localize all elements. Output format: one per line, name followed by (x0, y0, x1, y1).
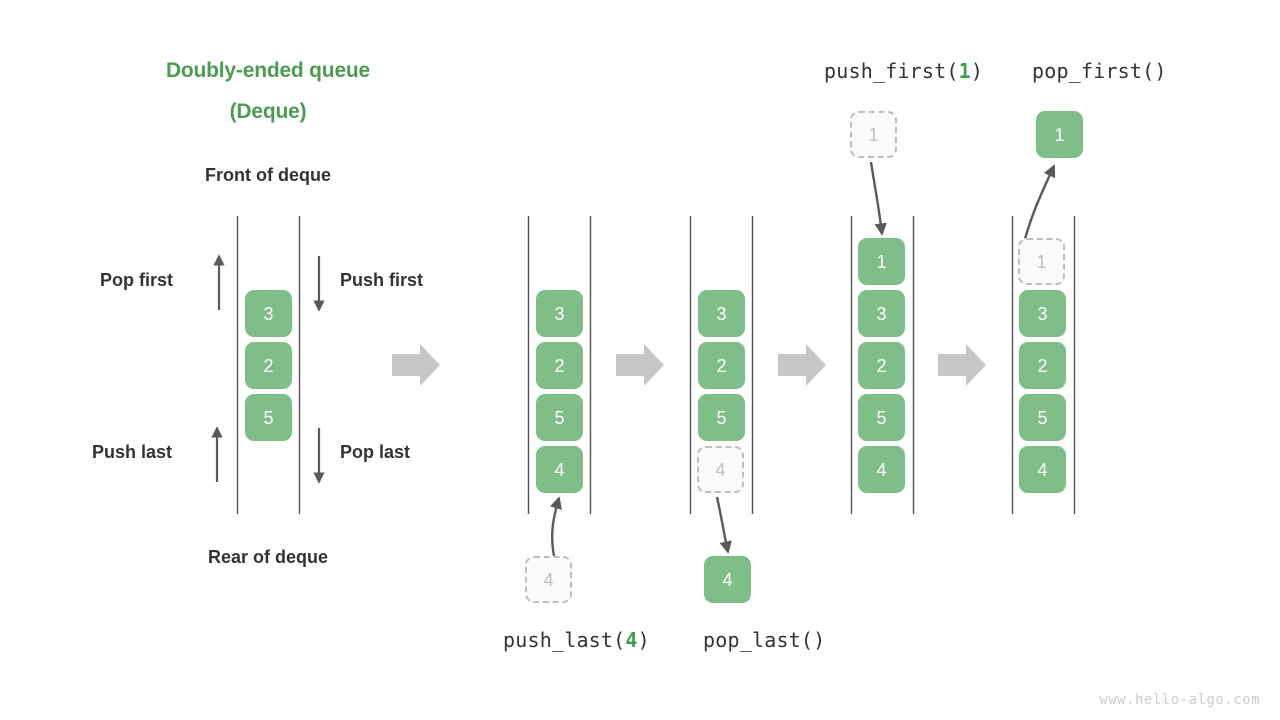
push-first-label: Push first (340, 270, 424, 290)
outgoing-node[interactable]: 4 (704, 556, 751, 603)
watermark: www.hello-algo.com (1099, 692, 1260, 708)
node-value[interactable]: 5 (1019, 394, 1066, 441)
op-push-last-close: ) (637, 628, 650, 652)
op-push-last-name: push_last( (503, 628, 626, 652)
push-last-motion-arrow (549, 496, 562, 557)
node-value[interactable]: 3 (245, 290, 292, 337)
op-push-first-caption: push_first(1) (824, 59, 983, 83)
transition-arrow-2 (616, 344, 664, 386)
op-push-last-caption: push_last(4) (503, 628, 650, 652)
node-value[interactable]: 1 (858, 238, 905, 285)
pop-first-label: Pop first (100, 270, 174, 290)
node-value[interactable]: 5 (698, 394, 745, 441)
push-first-motion-arrow (869, 161, 887, 236)
op-pop-first-caption: pop_first() (1032, 59, 1167, 83)
node-value[interactable]: 4 (1019, 446, 1066, 493)
pop-last-motion-arrow (715, 496, 732, 554)
node-value[interactable]: 2 (858, 342, 905, 389)
node-value[interactable]: 2 (1019, 342, 1066, 389)
node-value[interactable]: 3 (536, 290, 583, 337)
removed-ghost-node: 1 (1018, 238, 1065, 285)
node-value[interactable]: 2 (245, 342, 292, 389)
node-value[interactable]: 3 (1019, 290, 1066, 337)
node-value[interactable]: 5 (858, 394, 905, 441)
removed-ghost-node: 4 (697, 446, 744, 493)
transition-arrow-3 (778, 344, 826, 386)
op-push-first-name: push_first( (824, 59, 959, 83)
incoming-ghost-node: 1 (850, 111, 897, 158)
node-value[interactable]: 4 (858, 446, 905, 493)
op-push-first-close: ) (970, 59, 984, 83)
transition-arrow-4 (938, 344, 986, 386)
node-value[interactable]: 4 (536, 446, 583, 493)
node-value[interactable]: 3 (858, 290, 905, 337)
node-value[interactable]: 2 (536, 342, 583, 389)
page-title-line1: Doubly-ended queue (165, 59, 371, 82)
rear-of-deque-label: Rear of deque (207, 547, 329, 567)
node-value[interactable]: 2 (698, 342, 745, 389)
pop-last-label: Pop last (340, 442, 411, 462)
transition-arrow-1 (392, 344, 440, 386)
op-pop-last-caption: pop_last() (703, 628, 826, 652)
op-push-first-arg: 1 (958, 59, 971, 83)
node-value[interactable]: 3 (698, 290, 745, 337)
op-push-last-arg: 4 (625, 628, 638, 652)
page-title-line2: (Deque) (229, 100, 307, 123)
incoming-ghost-node: 4 (525, 556, 572, 603)
front-of-deque-label: Front of deque (205, 165, 331, 185)
outgoing-node[interactable]: 1 (1036, 111, 1083, 158)
node-value[interactable]: 5 (536, 394, 583, 441)
node-value[interactable]: 5 (245, 394, 292, 441)
push-last-label: Push last (92, 442, 173, 462)
